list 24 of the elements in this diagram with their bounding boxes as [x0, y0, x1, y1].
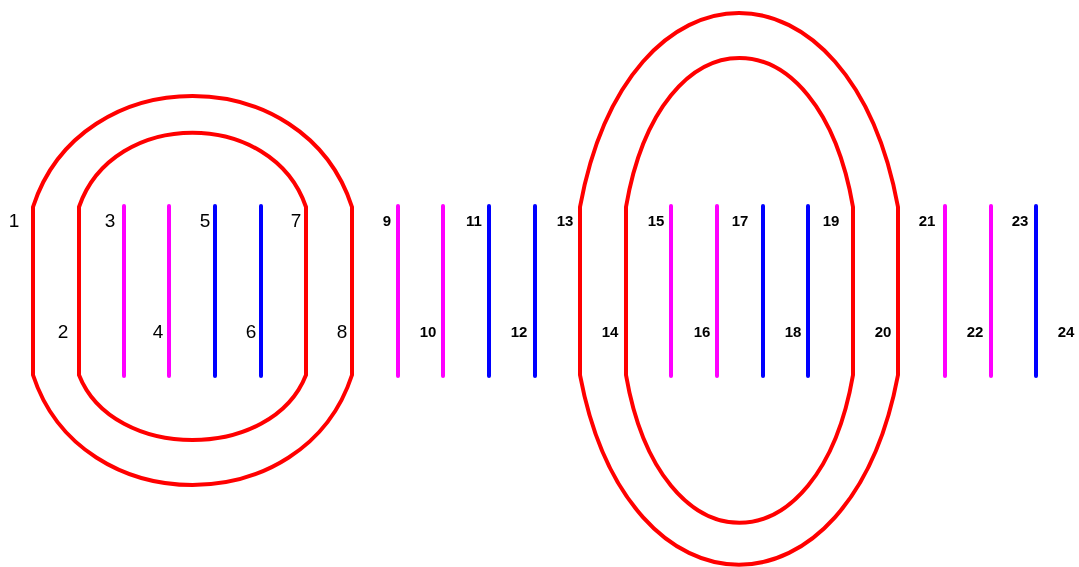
number-label: 24	[1057, 323, 1075, 339]
number-label: 17	[731, 212, 749, 228]
number-label: 10	[419, 323, 437, 339]
number-label: 7	[290, 210, 302, 230]
number-label: 4	[152, 321, 164, 341]
number-label: 11	[466, 212, 482, 228]
number-label: 8	[336, 321, 348, 341]
number-label: 3	[104, 210, 116, 230]
number-label: 14	[601, 323, 619, 339]
number-label: 2	[57, 321, 69, 341]
number-label: 16	[693, 323, 711, 339]
number-label: 9	[382, 212, 392, 228]
number-label: 18	[784, 323, 802, 339]
number-label: 13	[556, 212, 574, 228]
number-label: 5	[199, 210, 211, 230]
number-label: 21	[918, 212, 936, 228]
number-label: 23	[1011, 212, 1029, 228]
number-label: 15	[647, 212, 665, 228]
number-label: 20	[874, 323, 892, 339]
number-label: 6	[245, 321, 257, 341]
number-label: 1	[8, 210, 20, 230]
number-label: 19	[822, 212, 840, 228]
number-label: 22	[966, 323, 984, 339]
number-label: 12	[510, 323, 528, 339]
